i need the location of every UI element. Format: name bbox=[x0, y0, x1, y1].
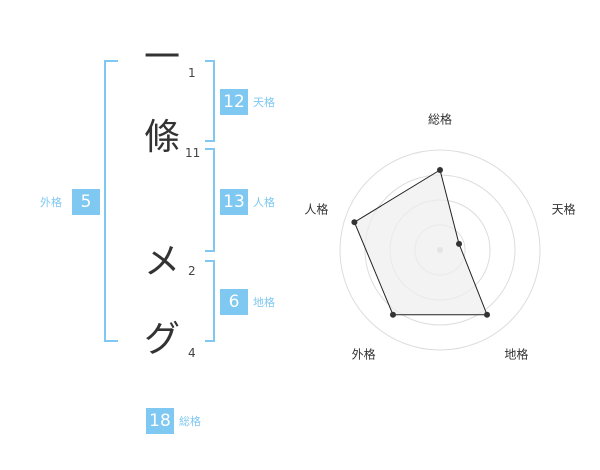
gaikaku-value-badge: 5 bbox=[72, 189, 100, 215]
name-char-2: 條 bbox=[143, 117, 180, 158]
name-char-4: グ bbox=[143, 319, 180, 360]
radar-point-1 bbox=[437, 167, 443, 173]
jinkaku-bracket bbox=[205, 148, 215, 252]
chikaku-label: 地格 bbox=[253, 296, 275, 309]
chikaku-bracket bbox=[205, 260, 215, 342]
soukaku-value-badge: 18 bbox=[146, 408, 174, 434]
radar-area bbox=[353, 169, 488, 316]
name-char-3: メ bbox=[143, 241, 180, 282]
soukaku-label: 総格 bbox=[179, 415, 201, 428]
jinkaku-label: 人格 bbox=[253, 196, 275, 209]
stroke-count-1: 1 bbox=[188, 66, 196, 80]
stroke-count-2: 11 bbox=[185, 146, 201, 160]
radar-point-4 bbox=[389, 311, 396, 318]
radar-point-2 bbox=[456, 240, 463, 247]
stroke-count-4: 4 bbox=[188, 346, 196, 360]
radar-axis-label-1: 総格 bbox=[428, 112, 452, 127]
gaikaku-bracket bbox=[104, 60, 118, 342]
name-char-1: 一 bbox=[143, 37, 180, 78]
radar-point-3 bbox=[484, 311, 491, 318]
radar-axis-label-2: 天格 bbox=[552, 201, 576, 216]
jinkaku-value-badge: 13 bbox=[220, 189, 248, 215]
radar-points bbox=[351, 167, 491, 318]
gaikaku-label: 外格 bbox=[40, 196, 62, 209]
stroke-count-3: 2 bbox=[188, 264, 196, 278]
chikaku-value-badge: 6 bbox=[220, 289, 248, 315]
radar-ring bbox=[339, 149, 541, 351]
radar-point-5 bbox=[351, 219, 358, 226]
tenkaku-label: 天格 bbox=[253, 96, 275, 109]
radar-series-area bbox=[353, 169, 488, 316]
radar-axis-label-3: 地格 bbox=[504, 347, 528, 362]
radar-axis-label-4: 外格 bbox=[352, 347, 376, 362]
tenkaku-value-badge: 12 bbox=[220, 89, 248, 115]
radar-axis-label-5: 人格 bbox=[304, 201, 328, 216]
tenkaku-bracket bbox=[205, 60, 215, 142]
